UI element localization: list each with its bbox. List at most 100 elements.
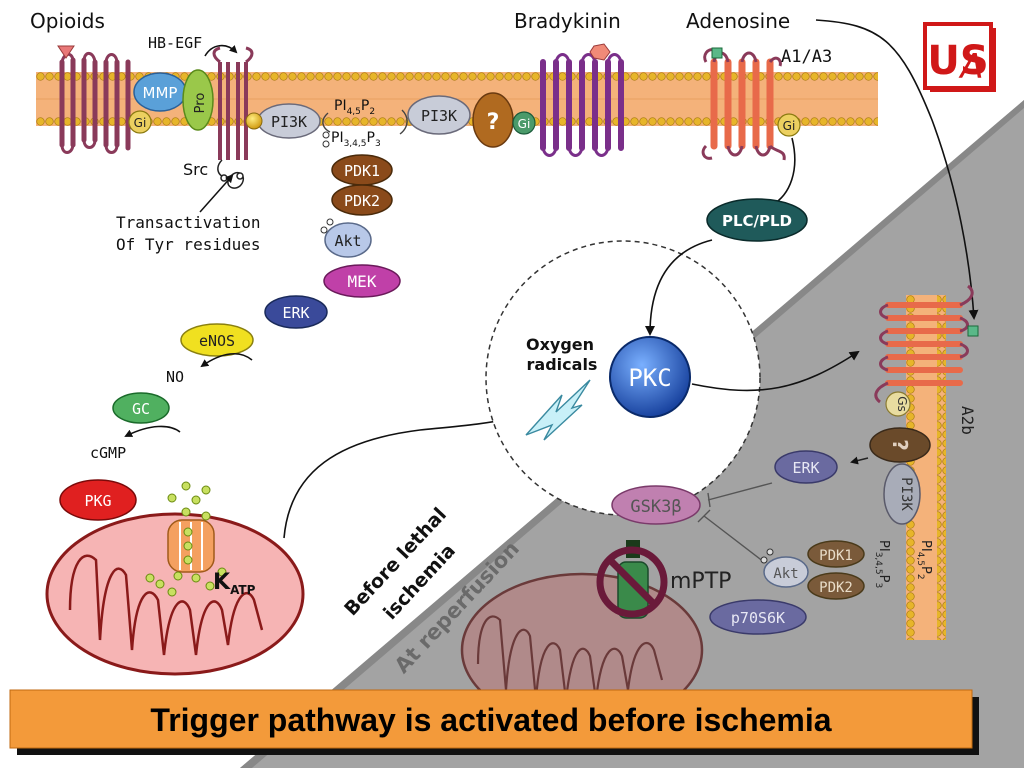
hbegf-label: HB-EGF (148, 34, 202, 52)
title-banner (9, 689, 973, 749)
mmp-label: MMP (143, 84, 178, 102)
potassium-ion-icons (145, 481, 227, 597)
akt-label-reperfusion: Akt (773, 566, 798, 582)
pi-conversion-arrow-icon (322, 112, 331, 133)
mek-protein (323, 264, 401, 298)
mek-label: MEK (348, 272, 377, 291)
pdk1-protein-reperfusion (807, 540, 865, 568)
gi-protein-bradykinin (512, 111, 536, 135)
bradykinin-label: Bradykinin (514, 9, 621, 33)
src-label: Src (183, 160, 208, 179)
adenosine-a1a3-receptor (710, 58, 774, 150)
pdk1-label: PDK1 (344, 162, 380, 180)
gi-protein-opioid (128, 110, 152, 134)
opioids-label: Opioids (30, 9, 105, 33)
plc-pld-label: PLC/PLD (722, 212, 792, 230)
gsk3b-protein (611, 485, 701, 525)
pdk2-label-reperfusion: PDK2 (819, 580, 853, 596)
phosphate-icon (322, 131, 330, 139)
adenosine-label: Adenosine (686, 9, 790, 33)
plc-to-pkc-arrow (645, 239, 713, 336)
katp-label: KATP (213, 570, 256, 597)
gi-label-adenosine: Gi (783, 119, 796, 133)
pi345p3-label: PI3,4,5P3 (331, 130, 381, 149)
pdk2-protein-reperfusion (807, 572, 865, 600)
hbegf-cleavage-arrow (204, 44, 238, 57)
unknown-label-bradykinin: ? (487, 110, 500, 135)
egf-receptor (212, 46, 254, 160)
cgmp-production-arrow (124, 425, 181, 437)
src-kinase-icon (217, 159, 244, 189)
gi-label-bradykinin: Gi (518, 117, 531, 131)
enos-protein (180, 323, 254, 357)
gc-label: GC (132, 400, 150, 418)
pi45p2-label: PI4,5P2 (334, 98, 375, 117)
pdk2-label: PDK2 (344, 192, 380, 210)
pi3k-label-right: PI3K (421, 107, 457, 125)
pkc-protein (609, 336, 691, 418)
gsk3b-label: GSK3β (630, 497, 681, 517)
oxygen-radicals-label-line1: Oxygen (526, 335, 594, 354)
bradykinin-receptor (540, 53, 624, 157)
gi-protein-adenosine (777, 113, 801, 137)
no-label: NO (166, 368, 184, 386)
gi-label-opioid: Gi (134, 116, 147, 130)
pi3k-label-a2b: PI3K (898, 477, 914, 511)
akt-label: Akt (334, 232, 361, 250)
adenosine-ligand-a2b-icon (967, 325, 979, 337)
mptp-label: mPTP (670, 569, 731, 594)
erk-protein-reperfusion (774, 450, 838, 484)
katp-to-radicals-arrow (283, 414, 514, 539)
plc-pld-protein (706, 198, 808, 242)
unknown-to-erk-arrow (850, 456, 869, 465)
pdk1-label-reperfusion: PDK1 (819, 548, 853, 564)
transactivation-label-line1: Transactivation (116, 213, 261, 232)
erk-inhibits-gsk-line (707, 482, 773, 508)
lightning-bolt-icon (525, 379, 591, 441)
oxygen-radicals-label-line2: radicals (527, 355, 598, 374)
pkc-to-a2b-arrow (691, 350, 860, 392)
pi3k-protein-right (407, 95, 471, 135)
svg-text:PI3,4,5P3: PI3,4,5P3 (331, 130, 381, 149)
p70s6k-label: p70S6K (731, 609, 785, 627)
adenosine-ligand-icon (711, 47, 723, 59)
pro-label: Pro (193, 93, 208, 114)
unknown-protein-a2b (869, 427, 931, 463)
unknown-label-a2b: ? (888, 439, 912, 451)
gs-protein (885, 391, 911, 417)
adenosine-to-a2b-arrow (815, 19, 979, 320)
akt-protein (324, 222, 372, 258)
cgmp-label: cGMP (90, 444, 126, 462)
erk-label-top: ERK (282, 304, 309, 322)
svg-text:PI4,5P2: PI4,5P2 (334, 98, 375, 117)
title-banner-text: Trigger pathway is activated before isch… (150, 702, 831, 738)
pi3k-label-left: PI3K (271, 113, 307, 131)
transactivation-arrow (199, 174, 234, 213)
lipid-head-icon (245, 112, 263, 130)
svg-text:A: A (958, 47, 983, 87)
usa-logo-icon: US A (923, 22, 996, 92)
a2b-receptor (885, 302, 963, 386)
a2b-label: A2b (958, 406, 977, 435)
transactivation-label-line2: Of Tyr residues (116, 235, 261, 254)
svg-text:PI4,5P2: PI4,5P2 (915, 540, 933, 580)
opioid-ligand-icon (57, 45, 75, 59)
erk-label-reperfusion: ERK (792, 459, 819, 477)
gc-protein (112, 392, 170, 424)
opioid-receptor (59, 52, 131, 154)
gs-label: Gs (895, 396, 909, 412)
pi3k-protein-a2b (883, 463, 921, 525)
p70s6k-protein (709, 599, 807, 635)
enos-label: eNOS (199, 332, 235, 350)
pro-hbegf-protein (182, 69, 214, 131)
pkg-label: PKG (84, 492, 111, 510)
pkc-label: PKC (628, 364, 671, 392)
svg-text:PI3,4,5P3: PI3,4,5P3 (873, 540, 891, 588)
a1a3-label: A1/A3 (781, 47, 832, 67)
akt-protein-reperfusion (763, 556, 809, 588)
bradykinin-ligand-icon (589, 43, 611, 61)
prohibited-icon (596, 546, 668, 618)
pi-labels-a2b: PI3,4,5P3 PI4,5P2 (873, 540, 933, 588)
svg-text:US: US (927, 38, 988, 84)
